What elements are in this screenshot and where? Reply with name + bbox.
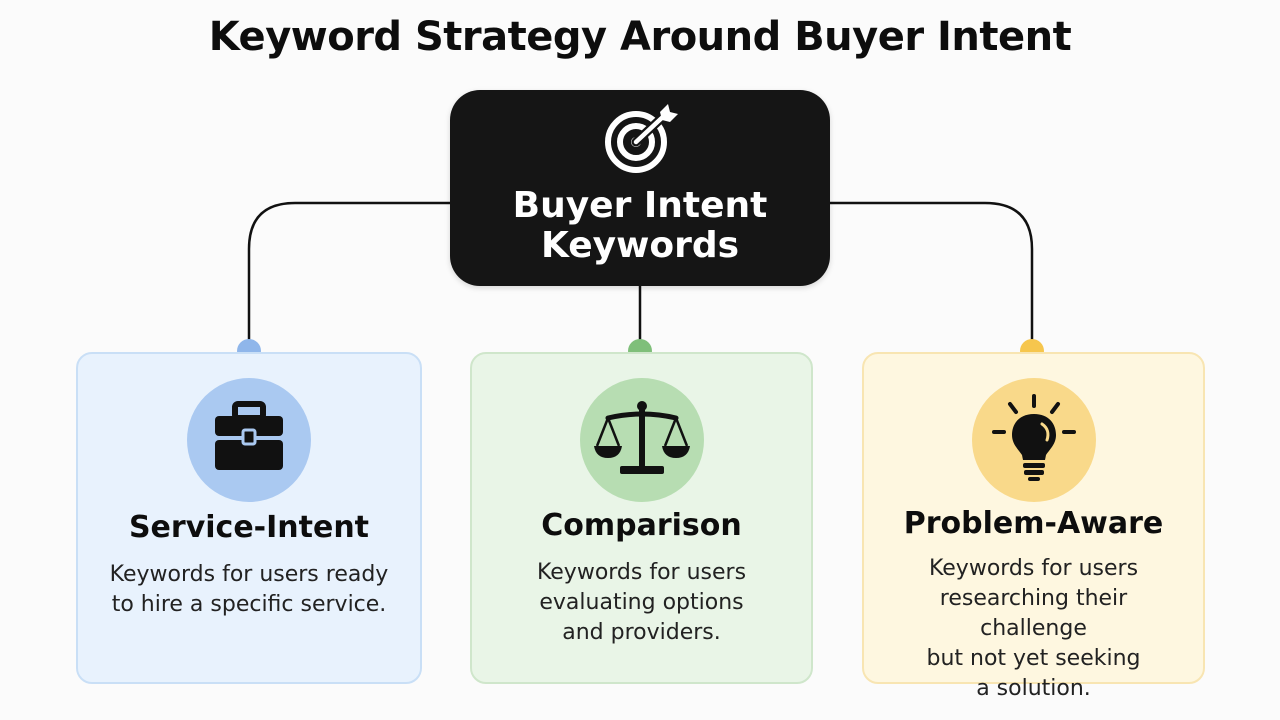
card-title: Comparison [541,508,742,543]
icon-badge [187,378,311,502]
central-title-line1: Buyer Intent [512,185,768,226]
icon-badge [971,378,1096,502]
briefcase-icon [215,401,283,470]
target-icon [605,104,678,173]
connector-left [247,201,450,350]
desc-line: Keywords for users [928,556,1139,581]
icon-badge [579,378,704,502]
central-title: Buyer Intent Keywords [450,186,830,266]
card-service-intent: Service-Intent Keywords for users ready … [76,352,422,684]
lightbulb-icon [991,394,1076,481]
desc-line: researching their challenge [939,586,1128,641]
card-title: Service-Intent [128,510,370,545]
desc-line: to hire a specific service. [111,592,387,617]
card-description: Keywords for users researching their cha… [884,554,1183,704]
desc-line: evaluating options [539,590,744,615]
desc-line: but not yet seeking [926,646,1141,671]
scales-icon [593,401,690,474]
card-description: Keywords for users evaluating options an… [492,558,791,648]
page-title: Keyword Strategy Around Buyer Intent [208,14,1072,60]
central-title-line2: Keywords [540,225,740,266]
card-description: Keywords for users ready to hire a speci… [98,560,400,620]
card-comparison: Comparison Keywords for users evaluating… [470,352,813,684]
card-title: Problem-Aware [903,506,1164,541]
desc-line: Keywords for users ready [109,562,389,587]
desc-line: Keywords for users [536,560,747,585]
central-node: Buyer Intent Keywords [450,90,830,286]
connector-right [830,201,1034,350]
card-problem-aware: Problem-Aware Keywords for users researc… [862,352,1205,701]
desc-line: and providers. [562,620,721,645]
desc-line: a solution. [976,676,1091,701]
